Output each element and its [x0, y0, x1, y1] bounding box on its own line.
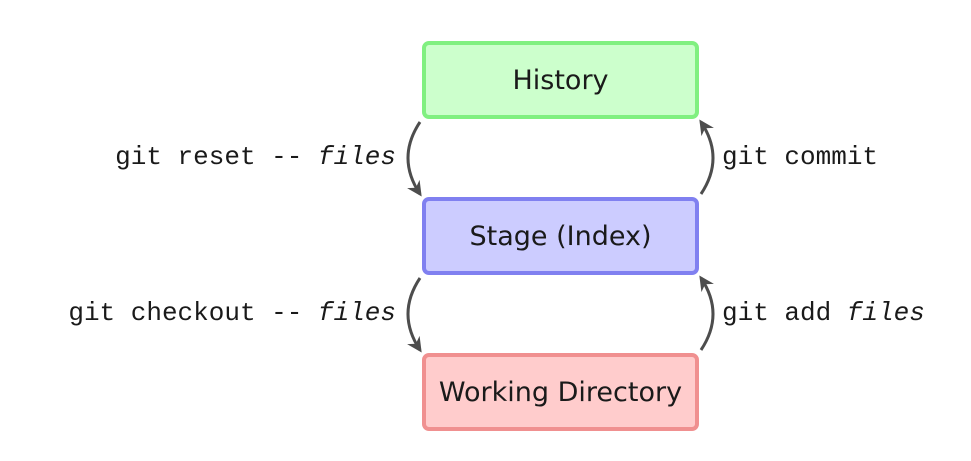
git-commit-label: git commit: [722, 142, 879, 172]
history-label: History: [512, 64, 609, 96]
git-reset-label: git reset -- files: [115, 142, 396, 172]
reset-arrow: [406, 121, 422, 197]
working-directory-label: Working Directory: [438, 376, 683, 408]
stage-index-box: Stage (Index): [422, 197, 699, 275]
add-arrow: [699, 275, 715, 351]
working-directory-box: Working Directory: [422, 353, 699, 431]
commit-arrow: [699, 119, 715, 195]
checkout-arrow: [406, 277, 422, 353]
git-checkout-label: git checkout -- files: [68, 298, 396, 328]
stage-label: Stage (Index): [469, 220, 652, 252]
history-box: History: [422, 41, 699, 119]
git-add-label: git add files: [722, 298, 925, 328]
